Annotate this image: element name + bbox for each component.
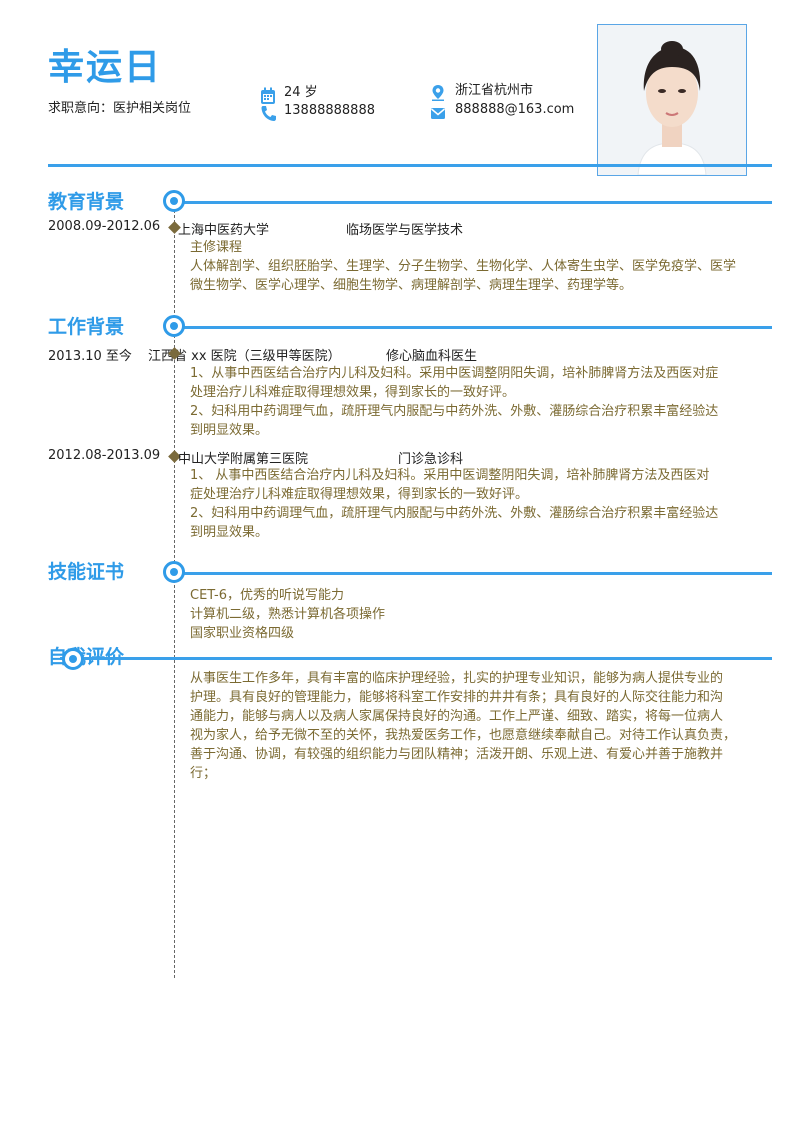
phone-icon	[261, 106, 276, 121]
age-text: 24 岁	[284, 85, 318, 100]
self-ring-icon	[62, 648, 84, 670]
self-line: 视为家人，给予无微不至的关怀，我热爱医务工作，也愿意继续奉献自己。对待工作认真负…	[190, 728, 737, 743]
education-date: 2008.09-2012.06	[48, 219, 161, 234]
education-divider	[174, 201, 772, 204]
calendar-icon	[261, 87, 275, 104]
skill-item: 计算机二级，熟悉计算机各项操作	[190, 607, 386, 622]
job-desc-line: 1、从事中西医结合治疗内儿科及妇科。采用中医调整阴阳失调，培补肺脾肾方法及西医对…	[190, 366, 719, 381]
courses-label: 主修课程	[190, 240, 243, 255]
job-intent: 求职意向：医护相关岗位	[48, 101, 192, 116]
work-ring-icon	[163, 315, 185, 337]
email-text: 888888@163.com	[455, 102, 575, 117]
courses-line: 人体解剖学、组织胚胎学、生理学、分子生物学、生物化学、人体寄生虫学、医学免疫学、…	[190, 259, 737, 274]
skills-divider	[174, 572, 772, 575]
portrait-image	[598, 25, 746, 175]
profile-photo	[597, 24, 747, 176]
job-desc-line: 1、 从事中西医结合治疗内儿科及妇科。采用中医调整阴阳失调，培补肺脾肾方法及西医…	[190, 468, 710, 483]
job-org: 江西省 xx 医院（三级甲等医院）	[148, 349, 341, 364]
section-title-education: 教育背景	[48, 191, 125, 213]
courses-line: 微生物学、医学心理学、细胞生物学、病理解剖学、病理生理学、药理学等。	[190, 278, 633, 293]
location-text: 浙江省杭州市	[455, 83, 534, 98]
job-date: 2012.08-2013.09	[48, 448, 161, 463]
self-line: 护理。具有良好的管理能力，能够将科室工作安排的井井有条；具有良好的人际交往能力和…	[190, 690, 724, 705]
job-desc-line: 处理治疗儿科难症取得理想效果，得到家长的一致好评。	[190, 385, 516, 400]
job-role: 修心脑血科医生	[386, 349, 478, 364]
self-line: 从事医生工作多年，具有丰富的临床护理经验，扎实的护理专业知识，能够为病人提供专业…	[190, 671, 724, 686]
work-divider	[174, 326, 772, 329]
education-school: 上海中医药大学	[178, 223, 270, 238]
header-divider	[48, 164, 772, 167]
self-line: 善于沟通、协调，有较强的组织能力与团队精神；活泼开朗、乐观上进、有爱心并善于施教…	[190, 747, 724, 762]
job-desc-line: 到明显效果。	[190, 525, 269, 540]
location-icon	[432, 85, 444, 101]
job-desc-line: 到明显效果。	[190, 423, 269, 438]
skill-item: 国家职业资格四级	[190, 626, 295, 641]
job-role: 门诊急诊科	[398, 452, 464, 467]
job-org: 中山大学附属第三医院	[178, 452, 309, 467]
section-title-work: 工作背景	[48, 316, 125, 338]
phone-text: 13888888888	[284, 103, 375, 118]
job-date: 2013.10 至今	[48, 349, 132, 364]
self-divider	[60, 657, 772, 660]
section-title-skills: 技能证书	[48, 561, 125, 583]
job-desc-line: 2、妇科用中药调理气血，疏肝理气内服配与中药外洗、外敷、灌肠综合治疗积累丰富经验…	[190, 506, 719, 521]
education-major: 临场医学与医学技术	[346, 223, 464, 238]
timeline-line	[174, 210, 175, 978]
self-line: 通能力，能够与病人以及病人家属保持良好的沟通。工作上严谨、细致、踏实，将每一位病…	[190, 709, 724, 724]
candidate-name: 幸运日	[48, 47, 163, 88]
skill-item: CET-6，优秀的听说写能力	[190, 588, 345, 603]
self-line: 行；	[190, 766, 217, 781]
job-desc-line: 2、妇科用中药调理气血，疏肝理气内服配与中药外洗、外敷、灌肠综合治疗积累丰富经验…	[190, 404, 719, 419]
email-icon	[431, 108, 445, 119]
skills-ring-icon	[163, 561, 185, 583]
job-desc-line: 症处理治疗儿科难症取得理想效果，得到家长的一致好评。	[190, 487, 529, 502]
education-ring-icon	[163, 190, 185, 212]
